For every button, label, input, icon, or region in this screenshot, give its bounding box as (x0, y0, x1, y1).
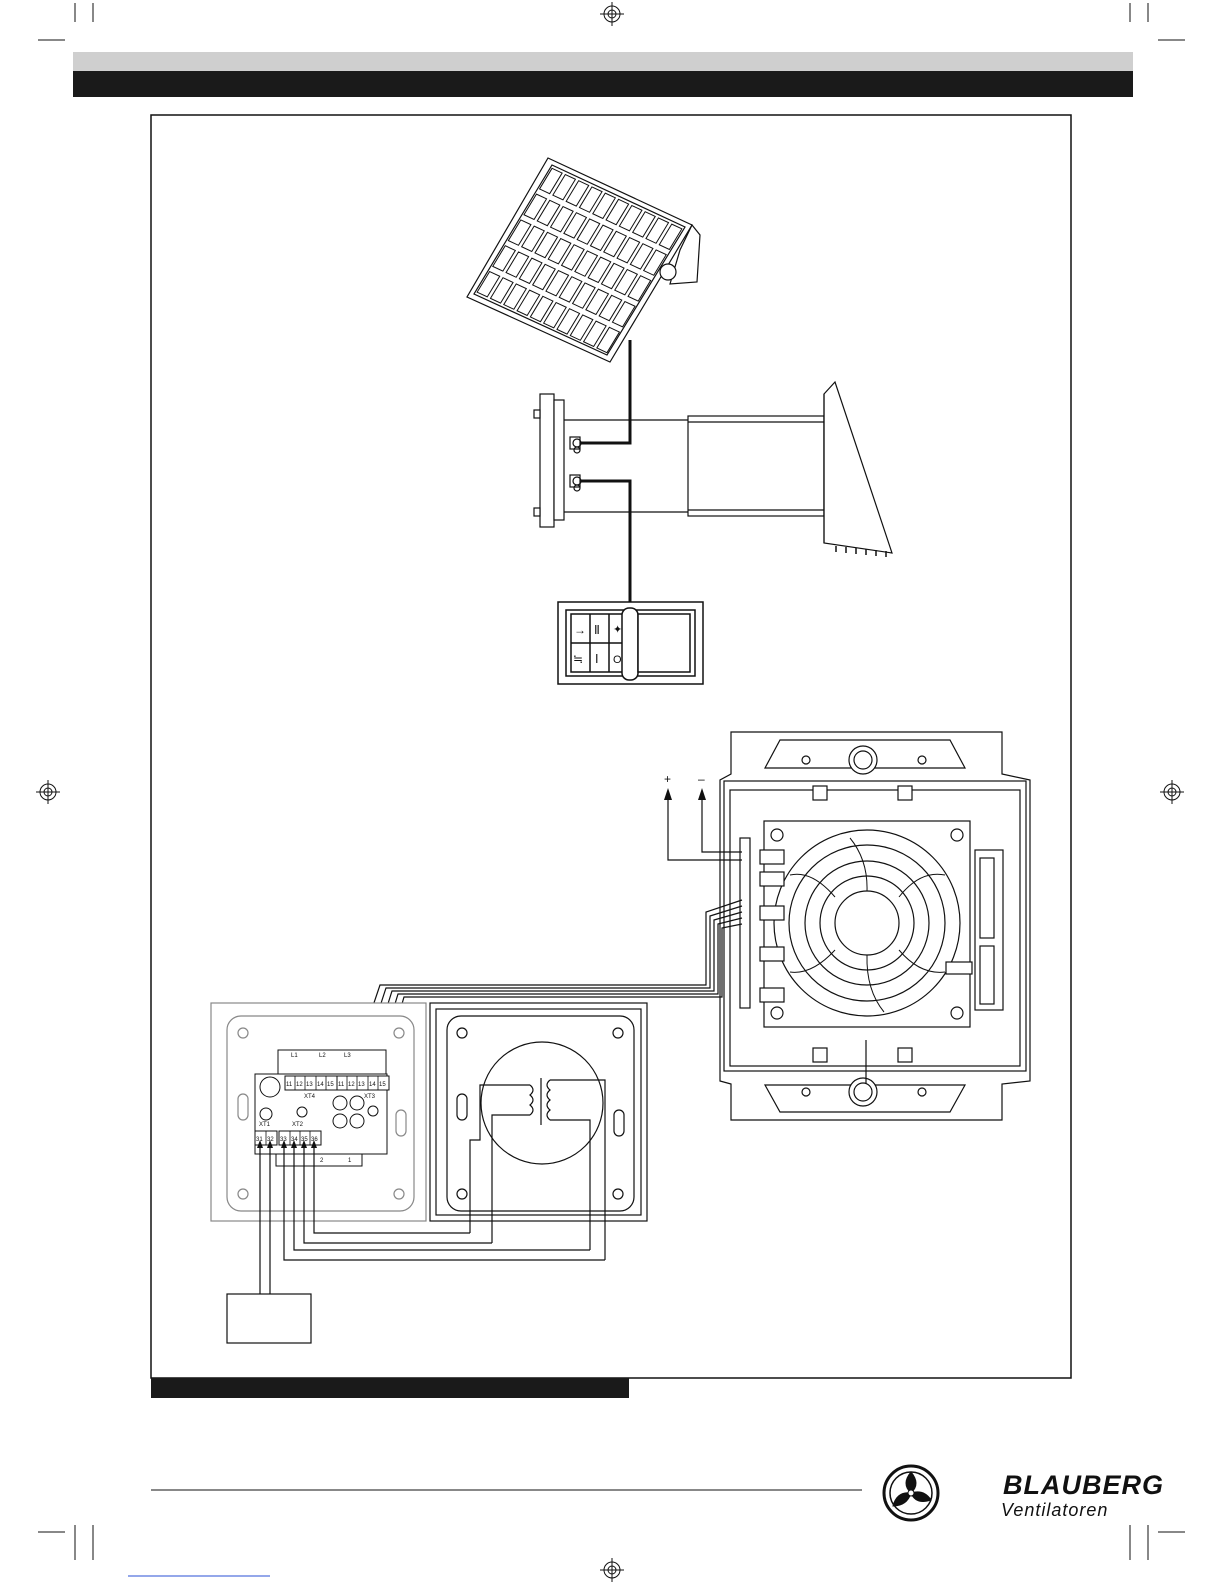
pin-xt4-15: 15 (327, 1082, 334, 1088)
label-l1: L1 (291, 1053, 298, 1059)
registration-target-top (600, 2, 624, 26)
sensor-box (227, 1294, 311, 1343)
label-xt3: XT3 (364, 1094, 376, 1100)
control-switch (558, 602, 703, 684)
panel-cable (574, 340, 630, 605)
registration-target-bottom (600, 1558, 624, 1582)
switch-mode-arrow-icon: → (574, 623, 586, 637)
header-bar (73, 71, 1133, 97)
label-xt1: XT1 (259, 1122, 271, 1128)
switch-mode-auto-symbol: Ⅱ (594, 623, 600, 637)
minus-label: – (698, 772, 705, 786)
switch-mode-timer-icon: ≒ (573, 652, 583, 666)
solar-panel (467, 158, 700, 362)
switch-off-symbol: O (613, 654, 622, 666)
pin-xt3-12: 12 (348, 1082, 355, 1088)
pin-xt3-14: 14 (369, 1082, 376, 1088)
transformer-plate (430, 1003, 647, 1221)
pin-xt4-13: 13 (306, 1082, 313, 1088)
switch-mode-fan-icon: ✦ (613, 624, 622, 636)
plus-label: + (664, 772, 671, 786)
label-xt4: XT4 (304, 1094, 316, 1100)
registration-target-left (36, 780, 60, 804)
fan-unit-front (720, 732, 1030, 1120)
brand-name: BLAUBERG (1003, 1470, 1164, 1501)
pin-xt4-14: 14 (317, 1082, 324, 1088)
switch-on-symbol: Ⅰ (595, 652, 599, 666)
label-xt2: XT2 (292, 1122, 304, 1128)
brand-subtitle: Ventilatoren (1001, 1500, 1108, 1521)
label-l2: L2 (319, 1053, 326, 1059)
pin-xt3-15: 15 (379, 1082, 386, 1088)
registration-target-right (1160, 780, 1184, 804)
pin-xt4-11: 11 (286, 1082, 293, 1088)
pin-xt4-12: 12 (296, 1082, 303, 1088)
brand-logo: BLAUBERG Ventilatoren (940, 1470, 1080, 1530)
caption-bar (151, 1378, 629, 1398)
label-l3: L3 (344, 1053, 351, 1059)
pin-xt3-13: 13 (358, 1082, 365, 1088)
pin-xt3-11: 11 (338, 1082, 345, 1088)
header-strip (73, 52, 1133, 71)
blauberg-logo-icon (884, 1466, 938, 1520)
polarity-arrows (664, 788, 706, 800)
wall-fan-unit (534, 382, 892, 553)
